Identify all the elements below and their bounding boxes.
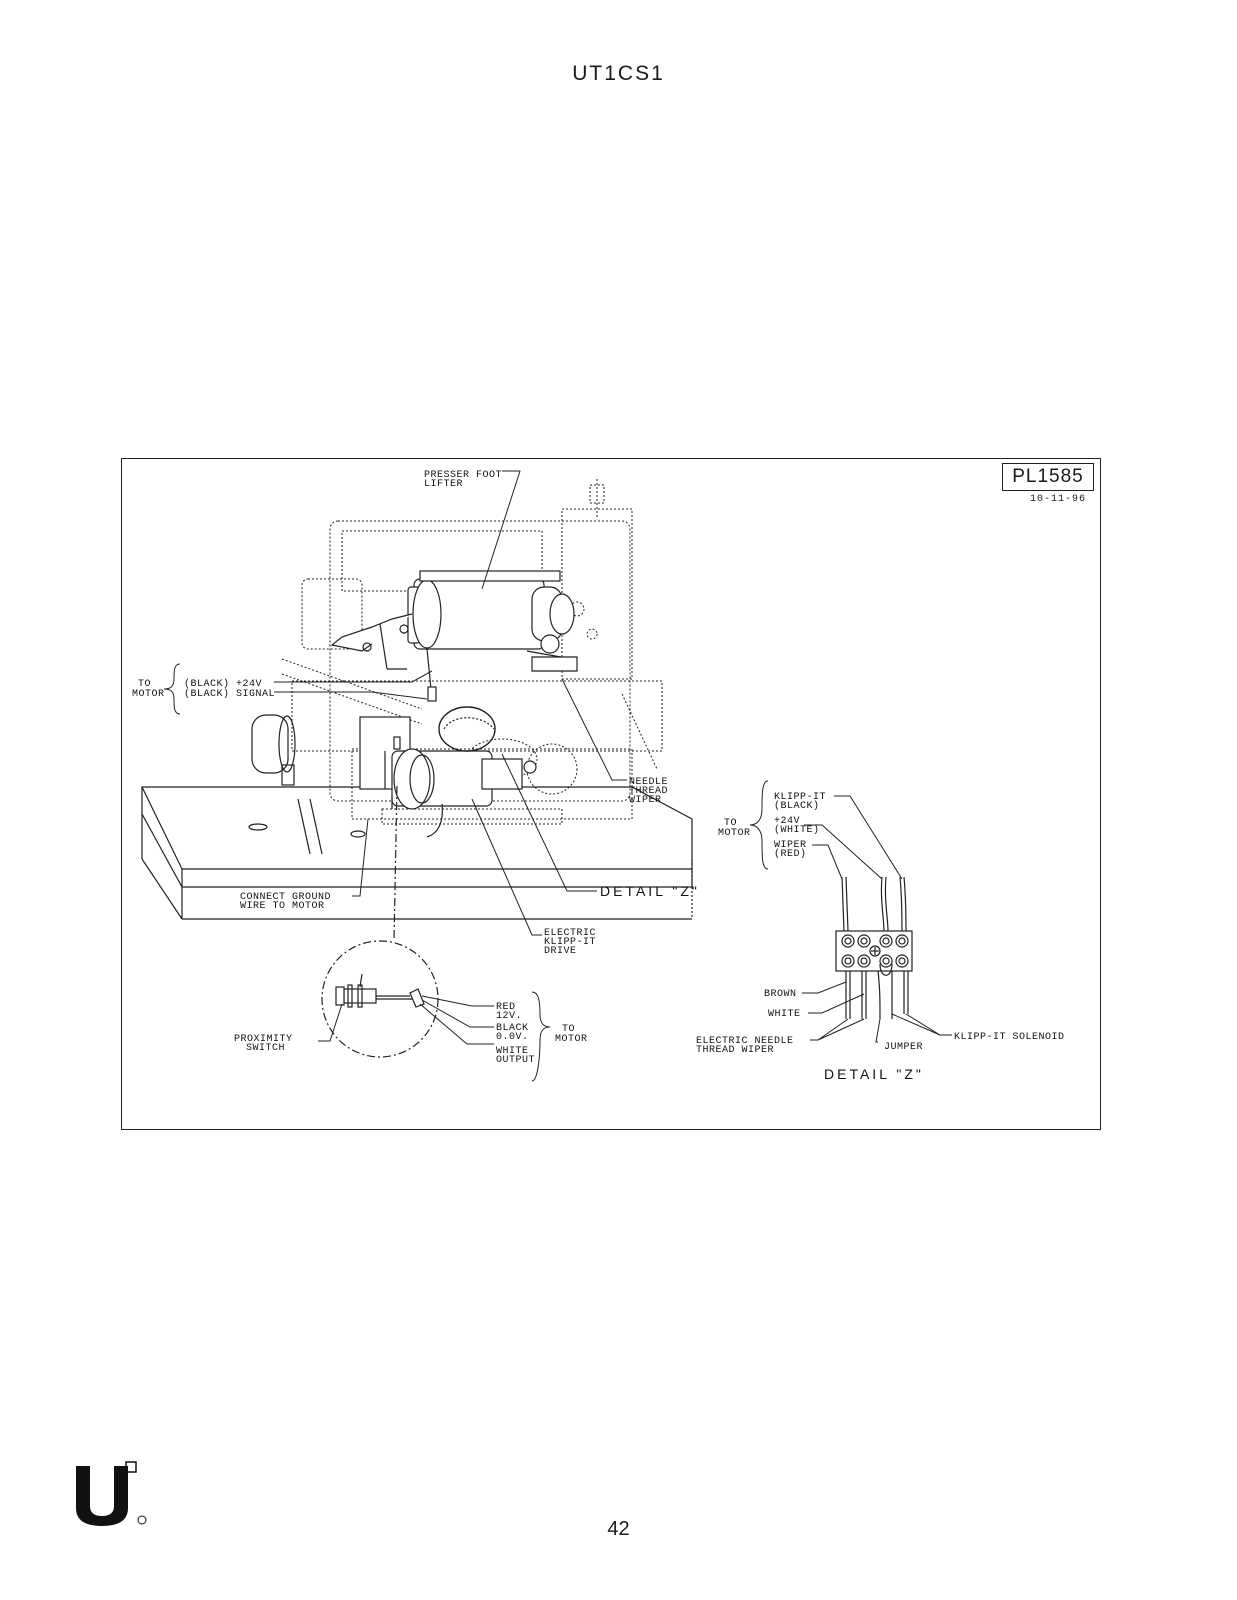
label-electric-needle-2: THREAD WIPER	[696, 1045, 774, 1056]
label-black-signal: (BLACK) SIGNAL	[184, 688, 275, 700]
callout-labels: PRESSER FOOT LIFTER TO MOTOR (BLACK) +24…	[132, 470, 1065, 1082]
label-to-motor-left-2: MOTOR	[132, 689, 165, 700]
label-brown: BROWN	[764, 989, 797, 1000]
handwheel	[251, 714, 323, 855]
label-to-motor-right-1: TO	[724, 818, 737, 829]
label-jumper: JUMPER	[884, 1042, 923, 1053]
label-electric-needle-1: ELECTRIC NEEDLE	[696, 1036, 794, 1047]
electric-klipp-it-drive	[359, 706, 537, 838]
label-presser-foot-lifter-2: LIFTER	[424, 479, 463, 490]
label-to-motor-left-1: TO	[138, 679, 151, 690]
label-proximity-switch-2: SWITCH	[246, 1043, 285, 1054]
label-red-12v-1: RED	[496, 1002, 516, 1013]
label-klipp-it-drive-1: ELECTRIC	[544, 928, 596, 939]
label-white: WHITE	[768, 1009, 801, 1020]
page-number: 42	[607, 1518, 630, 1540]
label-klipp-it-black-1: KLIPP-IT	[774, 792, 826, 803]
plate-number: PL1585	[1002, 463, 1094, 491]
label-proximity-switch-1: PROXIMITY	[234, 1034, 293, 1045]
label-klipp-it-drive-2: KLIPP-IT	[544, 937, 596, 948]
label-black-24v: (BLACK) +24V	[184, 678, 262, 690]
plate-date: 10-11-96	[1029, 494, 1086, 505]
terminal-block	[835, 930, 913, 972]
braces	[163, 663, 769, 1082]
label-needle-thread-wiper-3: WIPER	[629, 795, 662, 806]
label-24v-white-2: (WHITE)	[774, 824, 820, 836]
label-connect-ground-1: CONNECT GROUND	[240, 892, 331, 903]
label-to-motor-prox-2: MOTOR	[555, 1034, 588, 1045]
label-presser-foot-lifter-1: PRESSER FOOT	[424, 470, 502, 481]
label-to-motor-right-2: MOTOR	[718, 828, 751, 839]
label-klipp-it-solenoid: KLIPP-IT SOLENOID	[954, 1032, 1065, 1043]
wires-detail-z	[841, 876, 909, 1020]
presser-foot-lifter-motor	[330, 570, 578, 702]
brand-logo	[70, 1458, 150, 1528]
leader-lines	[274, 470, 952, 1045]
diagram-frame: PL1585 10-11-96	[121, 458, 1101, 1130]
label-klipp-it-drive-3: DRIVE	[544, 946, 577, 957]
label-red-12v-2: 12V.	[496, 1011, 522, 1022]
label-detail-z-title: DETAIL "Z"	[824, 1066, 924, 1082]
page-title: UT1CS1	[572, 62, 665, 85]
label-black-0v-1: BLACK	[496, 1023, 529, 1034]
label-connect-ground-2: WIRE TO MOTOR	[240, 901, 325, 912]
label-needle-thread-wiper-2: THREAD	[629, 786, 668, 797]
label-white-output-1: WHITE	[496, 1046, 529, 1057]
label-detail-z-callout: DETAIL "Z"	[600, 883, 700, 899]
parts-diagram: PRESSER FOOT LIFTER TO MOTOR (BLACK) +24…	[132, 470, 1065, 1082]
label-white-output-2: OUTPUT	[496, 1055, 535, 1066]
label-black-0v-2: 0.0V.	[496, 1032, 529, 1043]
proximity-switch-detail	[321, 785, 439, 1058]
label-24v-white-1: +24V	[774, 816, 800, 827]
label-wiper-red-2: (RED)	[774, 848, 807, 860]
label-wiper-red-1: WIPER	[774, 840, 807, 851]
label-klipp-it-black-2: (BLACK)	[774, 800, 820, 812]
label-to-motor-prox-1: TO	[562, 1024, 575, 1035]
label-needle-thread-wiper-1: NEEDLE	[629, 777, 668, 788]
